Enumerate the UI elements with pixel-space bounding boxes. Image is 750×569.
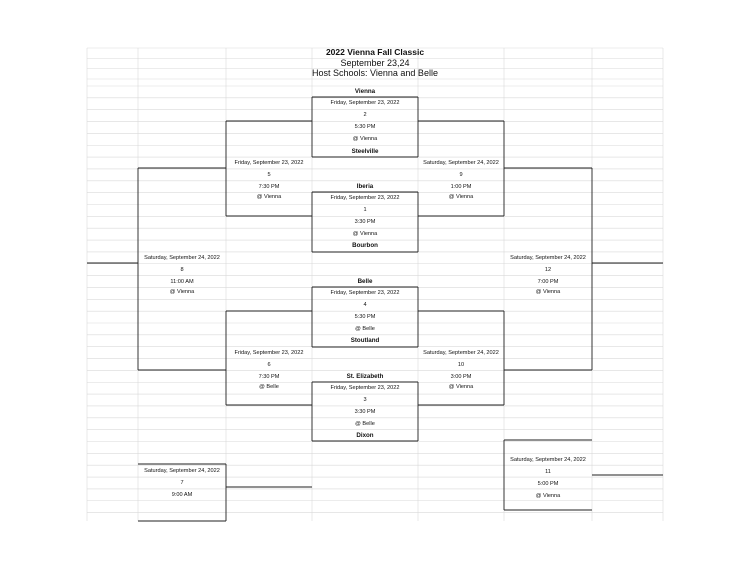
- team-st-elizabeth: St. Elizabeth: [346, 373, 384, 380]
- game-site: @ Vienna: [448, 384, 474, 390]
- game-site: @ Belle: [259, 384, 279, 390]
- game-date: Saturday, September 24, 2022: [510, 457, 586, 463]
- game-number: 2: [363, 112, 367, 118]
- game-site: @ Vienna: [256, 194, 282, 200]
- game-date: Friday, September 23, 2022: [330, 385, 400, 391]
- game-time: 3:30 PM: [354, 409, 376, 415]
- game-site: @ Vienna: [352, 136, 378, 142]
- tournament-dates: September 23,24: [340, 58, 410, 68]
- game-site: @ Vienna: [535, 289, 561, 295]
- host-schools: Host Schools: Vienna and Belle: [312, 68, 438, 78]
- game-number: 3: [363, 397, 367, 403]
- game-site: @ Vienna: [535, 493, 561, 499]
- game-time: 7:00 PM: [537, 279, 559, 285]
- team-steelville: Steelville: [351, 148, 379, 155]
- game-time: 7:30 PM: [258, 184, 280, 190]
- game-date: Saturday, September 24, 2022: [423, 350, 499, 356]
- game-number: 10: [457, 362, 465, 368]
- game-date: Friday, September 23, 2022: [330, 195, 400, 201]
- team-bourbon: Bourbon: [352, 242, 378, 249]
- game-number: 11: [545, 469, 551, 475]
- game-time: 5:00 PM: [537, 481, 559, 487]
- game-date: Saturday, September 24, 2022: [144, 468, 220, 474]
- team-dixon: Dixon: [356, 432, 374, 439]
- team-stoutland: Stoutland: [350, 337, 380, 344]
- game-date: Saturday, September 24, 2022: [144, 255, 220, 261]
- game-date: Saturday, September 24, 2022: [423, 160, 499, 166]
- game-site: @ Vienna: [352, 231, 378, 237]
- tournament-title: 2022 Vienna Fall Classic: [325, 47, 425, 57]
- game-number: 4: [363, 302, 367, 308]
- game-time: 11:00 AM: [170, 279, 194, 285]
- team-vienna: Vienna: [354, 88, 376, 95]
- game-number: 1: [363, 207, 367, 213]
- game-number: 9: [459, 172, 463, 178]
- game-time: 1:00 PM: [450, 184, 472, 190]
- game-time: 3:30 PM: [354, 219, 376, 225]
- game-time: 7:30 PM: [258, 374, 280, 380]
- game-date: Friday, September 23, 2022: [234, 160, 304, 166]
- game-time: 5:30 PM: [354, 124, 376, 130]
- game-site: @ Belle: [355, 421, 375, 427]
- game-number: 7: [180, 480, 184, 486]
- game-date: Saturday, September 24, 2022: [510, 255, 586, 261]
- game-time: 9:00 AM: [171, 492, 193, 498]
- game-number: 6: [267, 362, 271, 368]
- game-site: @ Vienna: [169, 289, 195, 295]
- game-site: @ Vienna: [448, 194, 474, 200]
- team-iberia: Iberia: [356, 183, 374, 190]
- game-number: 12: [544, 267, 552, 273]
- game-date: Friday, September 23, 2022: [330, 290, 400, 296]
- game-number: 5: [267, 172, 271, 178]
- game-number: 8: [180, 267, 184, 273]
- game-date: Friday, September 23, 2022: [330, 100, 400, 106]
- game-time: 3:00 PM: [450, 374, 472, 380]
- game-date: Friday, September 23, 2022: [234, 350, 304, 356]
- game-site: @ Belle: [355, 326, 375, 332]
- game-time: 5:30 PM: [354, 314, 376, 320]
- team-belle: Belle: [357, 278, 373, 285]
